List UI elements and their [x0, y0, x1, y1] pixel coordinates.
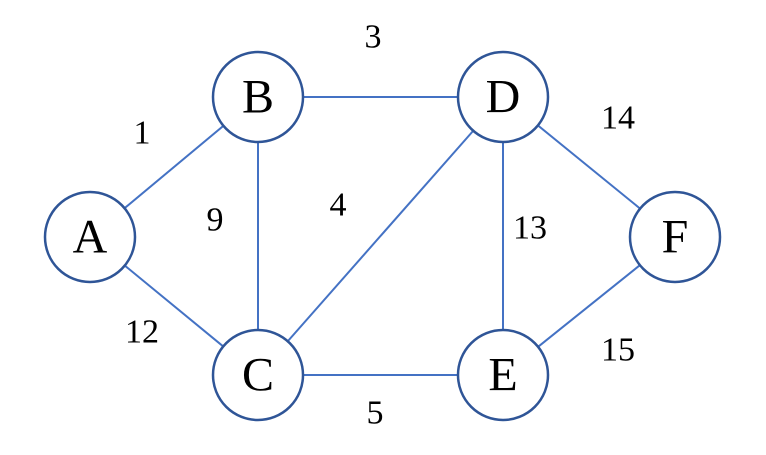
node-c: C — [211, 328, 305, 422]
edge-a-c — [124, 264, 224, 348]
node-circle-a — [43, 190, 137, 284]
node-label-f: F — [662, 211, 689, 264]
node-label-e: E — [488, 349, 517, 402]
node-label-b: B — [242, 71, 274, 124]
node-label-a: A — [73, 211, 108, 264]
edge-weight-c-e: 5 — [367, 395, 384, 432]
edge-weight-d-e: 13 — [513, 210, 547, 247]
edge-weight-c-d: 4 — [330, 187, 347, 224]
node-label-c: C — [242, 349, 274, 402]
edge-c-d — [287, 130, 474, 342]
edge-weight-b-c: 9 — [207, 202, 224, 239]
edge-weight-d-f: 14 — [601, 100, 635, 137]
node-e: E — [456, 328, 550, 422]
edge-weight-a-c: 12 — [125, 314, 159, 351]
node-circle-e — [456, 328, 550, 422]
node-d: D — [456, 50, 550, 144]
node-f: F — [628, 190, 722, 284]
edge-weights-layer: 1 12 9 3 4 5 13 14 15 — [125, 19, 635, 432]
node-circle-d — [456, 50, 550, 144]
node-circle-b — [211, 50, 305, 144]
node-circle-c — [211, 328, 305, 422]
node-label-d: D — [486, 71, 521, 124]
edge-e-f — [537, 264, 641, 348]
edge-d-f — [537, 124, 641, 210]
edges-layer — [123, 96, 641, 376]
edge-weight-a-b: 1 — [134, 115, 151, 152]
node-a: A — [43, 190, 137, 284]
node-b: B — [211, 50, 305, 144]
edge-weight-e-f: 15 — [601, 332, 635, 369]
nodes-layer: A B C D E F — [43, 50, 722, 422]
edge-weight-b-d: 3 — [365, 19, 382, 56]
node-circle-f — [628, 190, 722, 284]
edge-a-b — [123, 125, 225, 209]
